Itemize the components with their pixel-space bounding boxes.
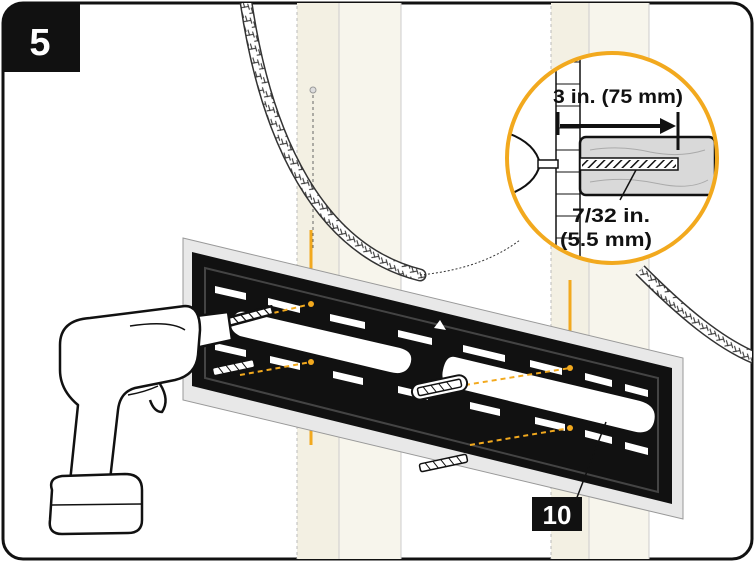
- step-badge: [3, 3, 80, 72]
- lag-bolt-icon: [211, 358, 469, 473]
- bit-size-label-line2: (5.5 mm): [560, 230, 652, 251]
- depth-label: 3 in. (75 mm): [553, 87, 683, 108]
- step-number: 5: [29, 22, 50, 64]
- magnify-inset-icon: [505, 51, 719, 265]
- drill-icon: [48, 304, 275, 536]
- bit-size-label-line1: 7/32 in.: [572, 206, 650, 227]
- part-leader-line: [575, 421, 607, 501]
- drill-paths: [239, 303, 571, 446]
- part-number: 10: [543, 500, 572, 530]
- wall-plate-icon: [182, 237, 684, 520]
- part-number-badge: [532, 497, 582, 531]
